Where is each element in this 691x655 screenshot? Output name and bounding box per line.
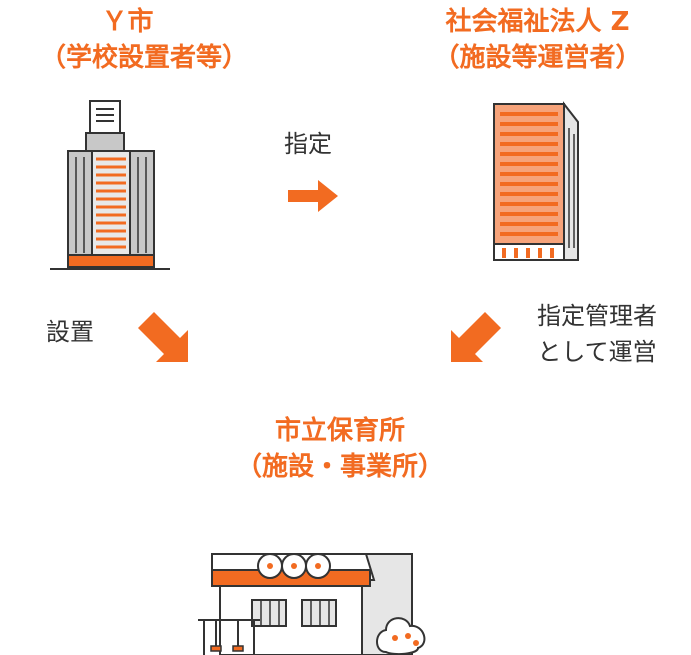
facility-title: 市立保育所 （施設・事業所）: [225, 413, 455, 485]
facility-name: 市立保育所: [274, 416, 405, 446]
city-title: Ｙ市 （学校設置者等）: [40, 4, 249, 76]
city-building-icon: [50, 100, 170, 270]
management-label-line1: 指定管理者: [537, 302, 657, 330]
management-arrow-icon: [451, 312, 501, 362]
nursery-facility-icon: [198, 553, 426, 655]
corporation-role: （施設等運営者）: [433, 43, 642, 73]
corporation-building-icon: [493, 101, 579, 261]
city-name: Ｙ市: [101, 7, 154, 37]
city-role: （学校設置者等）: [40, 43, 249, 73]
designation-label: 指定: [284, 130, 332, 158]
establishment-label: 設置: [46, 318, 94, 346]
facility-role: （施設・事業所）: [235, 452, 444, 482]
corporation-name: 社会福祉法人 Z: [445, 7, 630, 37]
corporation-title: 社会福祉法人 Z （施設等運営者）: [420, 4, 655, 76]
designation-arrow-icon: [288, 180, 338, 212]
management-label-line2: として運営: [537, 338, 657, 366]
management-label: 指定管理者 として運営: [537, 298, 657, 370]
establishment-arrow-icon: [138, 312, 188, 362]
